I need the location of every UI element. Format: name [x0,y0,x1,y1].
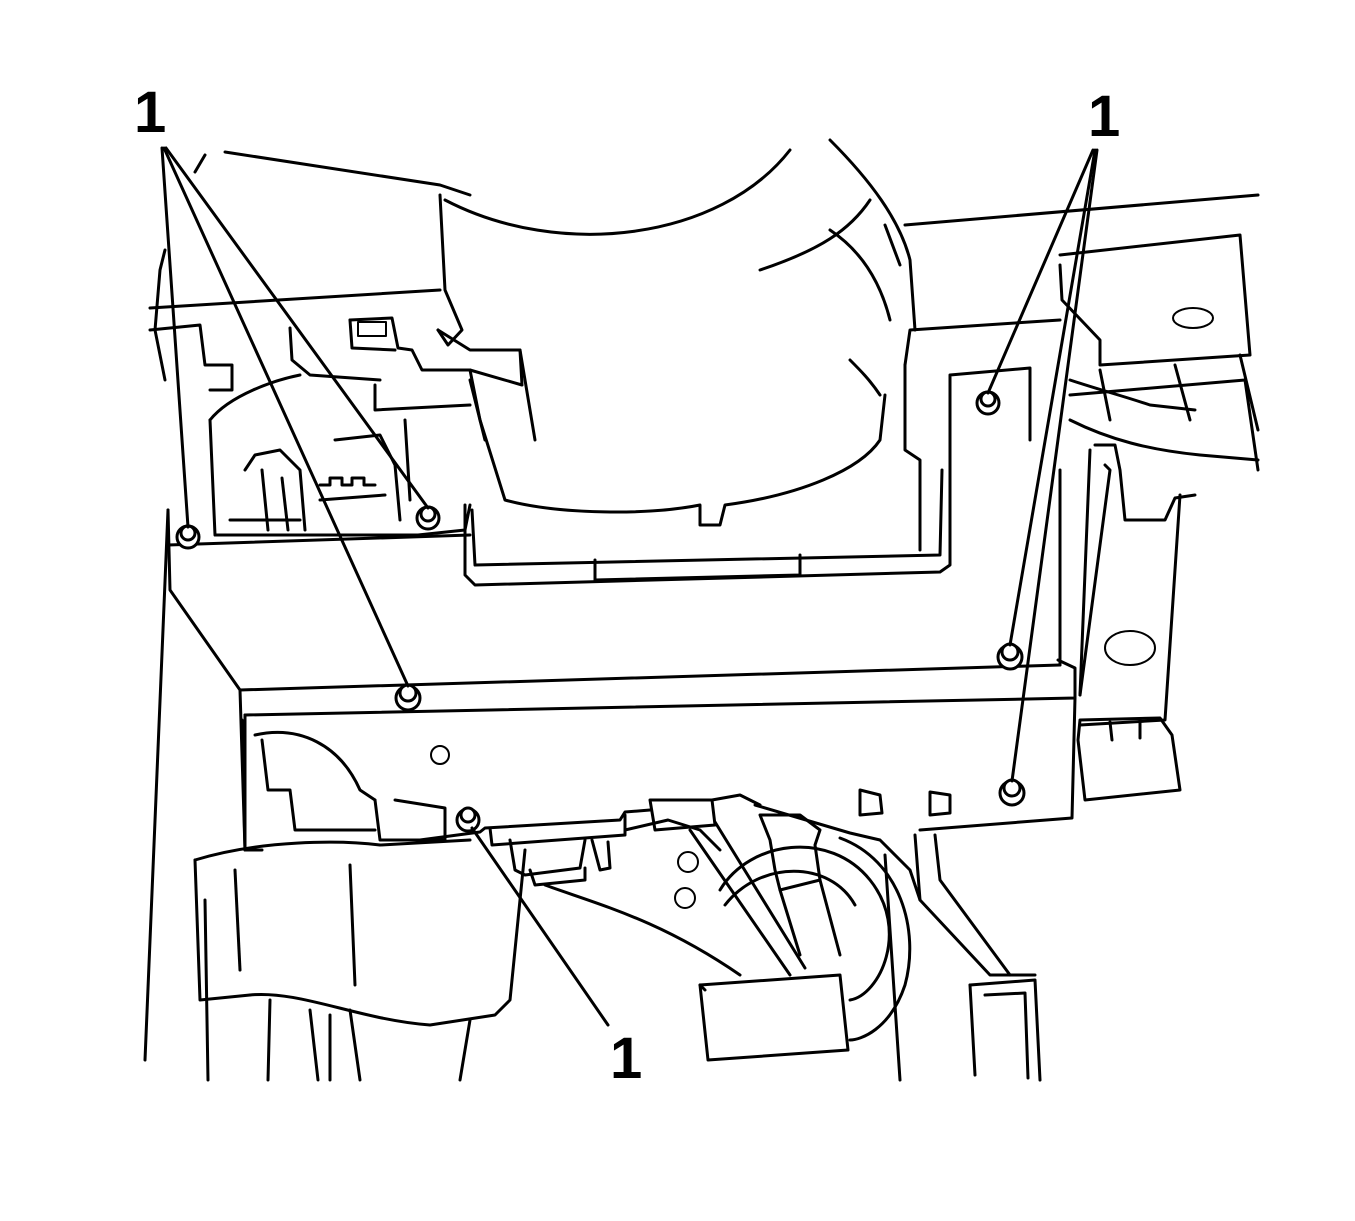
mounting-plate [166,318,1077,852]
pedal-linkage-assembly [488,788,1042,1082]
callout-label-top-right: 1 [1088,84,1120,149]
leader-top-left-2 [164,146,430,510]
nut-plate-left [394,683,422,712]
callout-label-bottom-center: 1 [610,1026,642,1091]
nut-upper-right [975,390,1001,416]
nut-plate-lower-left [455,806,481,833]
callout-labels: 1 1 1 [134,80,1120,1091]
steering-column [436,138,917,527]
callout-leader-lines [160,146,1099,1027]
leader-bottom-center [470,826,610,1027]
callout-label-top-left: 1 [134,80,166,145]
right-bracket-assembly [1058,233,1260,802]
left-bracket-region [148,288,472,537]
leader-top-left-1 [160,146,190,529]
leader-top-right-1 [986,148,1095,395]
knee-bolster-area [193,718,527,1082]
nut-plate-right-lower [998,778,1026,807]
leader-top-right-3 [1010,148,1099,783]
nut-upper-left-outer [175,524,201,550]
nut-plate-right-upper [996,642,1024,671]
dash-panel-outline [143,150,1260,1082]
nut-upper-left-inner [415,505,441,531]
leader-top-right-2 [1008,148,1097,647]
leader-top-left-3 [162,146,410,688]
